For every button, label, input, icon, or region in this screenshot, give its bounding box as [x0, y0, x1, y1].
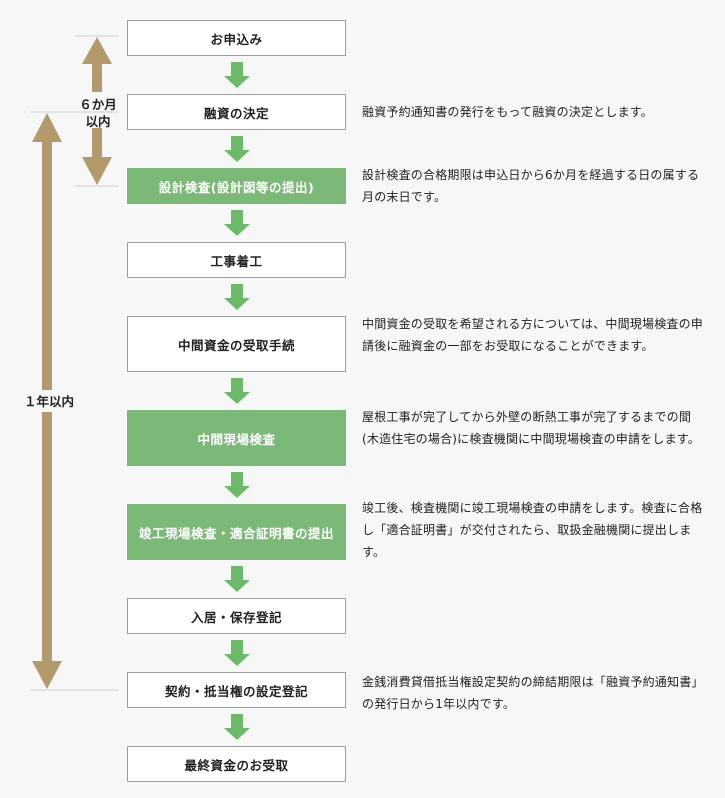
down-arrow-shaft: [231, 378, 243, 392]
down-arrow-shaft: [231, 210, 243, 224]
down-arrow-head: [224, 580, 250, 592]
desc-completion-inspection: 竣工後、検査機関に竣工現場検査の申請をします。検査に合格し「適合証明書」が交付さ…: [362, 501, 703, 559]
step-interim-inspection: 中間現場検査: [127, 410, 346, 466]
step-design-inspection: 設計検査(設計図等の提出): [127, 168, 346, 204]
six-months-label: ６か月 以内: [74, 96, 122, 130]
six-months-range-arrow: [82, 37, 112, 185]
down-arrow-shaft: [231, 640, 243, 654]
step-construction-start: 工事着工: [127, 242, 346, 278]
down-arrow-shaft: [231, 472, 243, 486]
down-arrow-shaft: [231, 714, 243, 728]
down-arrow-head: [224, 224, 250, 236]
step-application: お申込み: [127, 20, 346, 56]
down-arrow-shaft: [231, 566, 243, 580]
down-arrow-head: [224, 728, 250, 740]
desc-design-inspection: 設計検査の合格期限は申込日から6か月を経過する日の属する月の末日です。: [362, 168, 700, 204]
one-year-label: １年以内: [23, 394, 74, 409]
desc-interim-inspection: 屋根工事が完了してから外壁の断熱工事が完了するまでの間(木造住宅の場合)に検査機…: [362, 410, 700, 446]
step-interim-funds: 中間資金の受取手続: [127, 316, 346, 372]
step-arrows: [224, 62, 250, 740]
down-arrow-head: [224, 298, 250, 310]
desc-loan-decision: 融資予約通知書の発行をもって融資の決定とします。: [362, 105, 654, 119]
down-arrow-shaft: [231, 136, 243, 150]
down-arrow-head: [224, 76, 250, 88]
desc-contract: 金銭消費貸借抵当権設定契約の締結期限は「融資予約通知書」の発行日から1年以内です…: [362, 675, 704, 711]
step-move-in: 入居・保存登記: [127, 598, 346, 634]
down-arrow-head: [224, 392, 250, 404]
six-months-label-line1: ６か月: [79, 97, 117, 112]
down-arrow-head: [224, 486, 250, 498]
one-year-range-arrow: [32, 113, 62, 689]
down-arrow-head: [224, 654, 250, 666]
down-arrow-shaft: [231, 62, 243, 76]
step-final-funds: 最終資金のお受取: [127, 746, 346, 782]
six-months-label-line2: 以内: [85, 114, 111, 129]
step-loan-decision: 融資の決定: [127, 94, 346, 130]
down-arrow-head: [224, 150, 250, 162]
step-contract: 契約・抵当権の設定登記: [127, 672, 346, 708]
desc-interim-funds: 中間資金の受取を希望される方については、中間現場検査の申請後に融資金の一部をお受…: [362, 317, 704, 353]
down-arrow-shaft: [231, 284, 243, 298]
step-completion-inspection: 竣工現場検査・適合証明書の提出: [127, 504, 346, 560]
